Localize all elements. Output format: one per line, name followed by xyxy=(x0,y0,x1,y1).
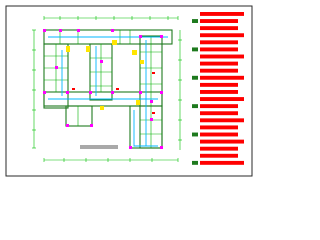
plan-red-marks xyxy=(72,72,155,114)
note-block xyxy=(200,33,244,38)
note-marker xyxy=(192,19,198,23)
note-marker xyxy=(192,75,198,80)
note-block xyxy=(200,104,238,109)
sheet-frame xyxy=(5,5,253,177)
note-block xyxy=(200,132,238,137)
note-block xyxy=(200,139,244,144)
dimension-right xyxy=(178,30,182,150)
note-block xyxy=(200,40,238,45)
dimension-bottom xyxy=(43,158,179,162)
note-marker xyxy=(192,104,198,109)
note-block xyxy=(200,118,244,123)
note-block xyxy=(200,54,244,59)
duct-lines xyxy=(48,36,168,147)
note-block xyxy=(200,68,238,73)
note-block xyxy=(200,12,244,16)
note-block xyxy=(200,160,244,165)
note-block xyxy=(200,19,238,23)
dimension-left xyxy=(32,29,36,149)
note-block xyxy=(200,75,244,80)
dimension-top xyxy=(43,16,179,20)
column-markers xyxy=(43,29,163,149)
building-walls xyxy=(43,29,173,149)
note-marker xyxy=(192,160,198,165)
note-block xyxy=(200,26,238,31)
note-block xyxy=(200,90,238,94)
note-block xyxy=(200,111,238,116)
title-bar-text xyxy=(0,0,1,1)
note-block xyxy=(200,146,238,151)
note-block xyxy=(200,125,238,130)
note-block xyxy=(200,47,238,52)
note-marker xyxy=(192,47,198,52)
plan-title-underline xyxy=(80,145,118,149)
equipment-highlights xyxy=(66,40,144,110)
note-block xyxy=(200,153,238,158)
note-block xyxy=(200,97,244,101)
note-marker xyxy=(192,132,198,137)
notes-legend xyxy=(192,12,244,165)
note-block xyxy=(200,61,238,66)
cad-drawing-sheet xyxy=(0,0,253,177)
note-block xyxy=(200,82,238,87)
floor-plan-canvas xyxy=(5,5,253,177)
